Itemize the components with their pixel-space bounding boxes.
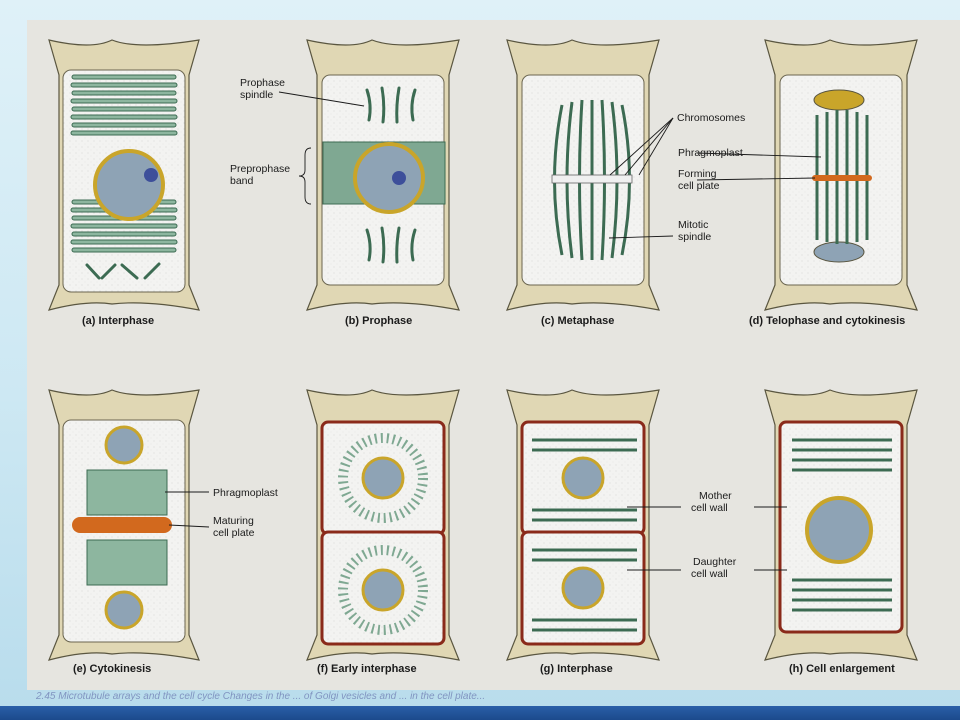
cell-c-metaphase [506,39,660,311]
cell-a-interphase [48,39,200,311]
caption-h: (h) Cell enlargement [789,663,895,675]
label-daughter-cell-wall-1: Daughter [693,556,737,568]
caption-e: (e) Cytokinesis [73,663,151,675]
cell-d-telophase [764,39,918,311]
caption-f: (f) Early interphase [317,663,417,675]
cell-cycle-figure: Prophase spindle Preprophase band Chromo… [27,20,960,690]
figure-canvas: Prophase spindle Preprophase band Chromo… [48,39,918,675]
label-mother-cell-wall-1: Mother [699,490,732,502]
label-forming-cell-plate-2: cell plate [678,180,720,192]
label-mitotic-spindle-1: Mitotic [678,219,708,231]
caption-b: (b) Prophase [345,315,412,327]
label-phragmoplast-d: Phragmoplast [678,147,743,159]
cell-g-interphase [506,389,660,661]
cell-h-cell-enlargement [764,389,918,661]
label-prophase-spindle-1: Prophase [240,77,285,89]
caption-g: (g) Interphase [540,663,613,675]
label-phragmoplast-e: Phragmoplast [213,487,278,499]
label-preprophase-band-1: Preprophase [230,163,290,175]
caption-a: (a) Interphase [82,315,154,327]
caption-c: (c) Metaphase [541,315,614,327]
caption-d: (d) Telophase and cytokinesis [749,315,905,327]
label-prophase-spindle-2: spindle [240,89,273,101]
label-chromosomes: Chromosomes [677,112,745,124]
cell-f-early-interphase [306,389,460,661]
label-mitotic-spindle-2: spindle [678,231,711,243]
label-forming-cell-plate-1: Forming [678,168,717,180]
label-maturing-cell-plate-1: Maturing [213,515,254,527]
annotation-leaders [165,91,822,571]
label-preprophase-band-2: band [230,175,254,187]
label-maturing-cell-plate-2: cell plate [213,527,255,539]
cell-b-prophase [306,39,460,311]
figure-caption-text: 2.45 Microtubule arrays and the cell cyc… [36,691,486,702]
label-mother-cell-wall-2: cell wall [691,502,728,514]
cell-e-cytokinesis [48,389,200,661]
label-daughter-cell-wall-2: cell wall [691,568,728,580]
slide-footer-bar [0,706,960,720]
